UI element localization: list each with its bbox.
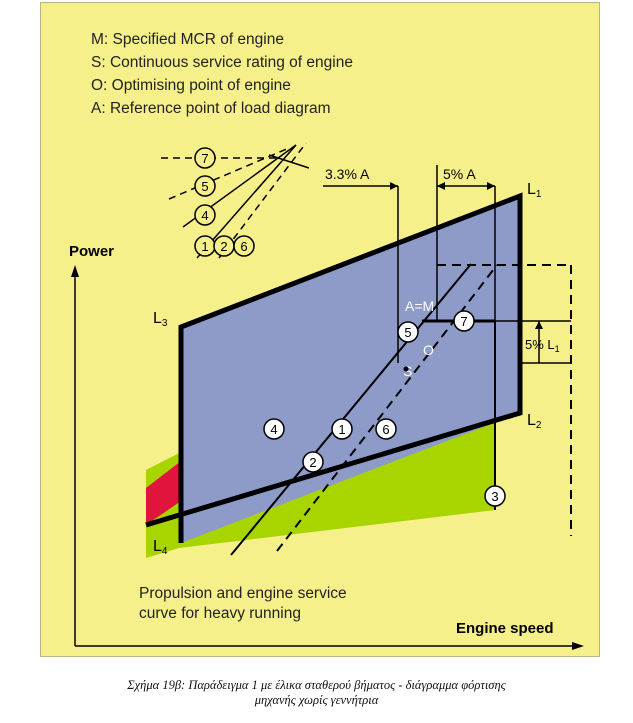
arrowhead-5a-left xyxy=(437,182,445,190)
key-circle-4: 4 xyxy=(194,204,216,226)
svg-text:1: 1 xyxy=(201,239,208,254)
key-circle-2: 2 xyxy=(213,235,235,257)
legend-a: A: Reference point of load diagram xyxy=(91,100,331,117)
svg-text:2: 2 xyxy=(309,455,316,470)
svg-text:6: 6 xyxy=(240,239,247,254)
speed-axis-arrow xyxy=(572,642,584,650)
s-label: S xyxy=(403,363,412,379)
power-axis-label: Power xyxy=(69,243,114,260)
arrowhead-5a-right xyxy=(487,182,495,190)
circle-marker-7: 7 xyxy=(453,310,475,332)
circle-marker-5: 5 xyxy=(397,321,419,343)
arrowhead-33 xyxy=(390,182,398,190)
svg-text:7: 7 xyxy=(201,151,208,166)
l4-label: L4 xyxy=(153,538,168,557)
propulsion-label-line2: curve for heavy running xyxy=(139,605,301,622)
arrowhead-5l xyxy=(535,321,543,329)
svg-text:2: 2 xyxy=(220,239,227,254)
svg-text:4: 4 xyxy=(270,422,277,437)
svg-text:5: 5 xyxy=(201,179,208,194)
svg-text:1: 1 xyxy=(338,422,345,437)
key-line-5 xyxy=(168,147,290,200)
circle-marker-6: 6 xyxy=(375,418,397,440)
legend-s: S: Continuous service rating of engine xyxy=(91,54,353,71)
key-circle-7: 7 xyxy=(194,147,216,169)
power-axis-arrow xyxy=(71,265,79,277)
key-line-1 xyxy=(196,144,297,259)
l2-label: L2 xyxy=(527,412,542,431)
l1-label: L1 xyxy=(527,181,542,200)
svg-text:6: 6 xyxy=(382,422,389,437)
circle-marker-2: 2 xyxy=(302,451,324,473)
svg-text:4: 4 xyxy=(201,208,208,223)
load-diagram-svg: Power Engine speed L1 L2 L3 L4 3.3% A 5%… xyxy=(69,142,584,650)
propulsion-label-line1: Propulsion and engine service xyxy=(139,585,347,602)
legend-m: M: Specified MCR of engine xyxy=(91,31,284,48)
l3-label: L3 xyxy=(153,310,168,329)
blue-zone xyxy=(181,196,520,543)
am-label: A=M xyxy=(405,298,434,314)
svg-text:3: 3 xyxy=(491,489,498,504)
point-s-marker xyxy=(403,366,409,372)
key-circle-1: 1 xyxy=(194,235,216,257)
circle-marker-1: 1 xyxy=(331,418,353,440)
load-diagram-figure: Power Engine speed L1 L2 L3 L4 3.3% A 5%… xyxy=(40,2,600,657)
circle-marker-3: 3 xyxy=(484,485,506,507)
caption-line1: Σχήμα 19β: Παράδειγμα 1 με έλικα σταθερο… xyxy=(127,678,506,692)
heavy-running-curve xyxy=(230,263,472,556)
engine-speed-label: Engine speed xyxy=(456,620,554,637)
o-label: O xyxy=(423,342,434,358)
circle-marker-4: 4 xyxy=(263,418,285,440)
dim-label-5a: 5% A xyxy=(443,166,476,182)
load-diagram-envelope xyxy=(145,192,523,543)
svg-text:5: 5 xyxy=(404,325,411,340)
figure-caption: Σχήμα 19β: Παράδειγμα 1 με έλικα σταθερο… xyxy=(0,678,633,708)
key-circle-6: 6 xyxy=(233,235,255,257)
caption-line2: μηχανής χωρίς γεννήτρια xyxy=(254,693,379,707)
dim-label-5l: 5% L1 xyxy=(525,337,560,354)
key-line-x xyxy=(268,154,310,169)
legend-o: O: Optimising point of engine xyxy=(91,77,291,94)
key-circle-5: 5 xyxy=(194,175,216,197)
svg-text:7: 7 xyxy=(460,314,467,329)
dim-label-33a: 3.3% A xyxy=(325,166,370,182)
